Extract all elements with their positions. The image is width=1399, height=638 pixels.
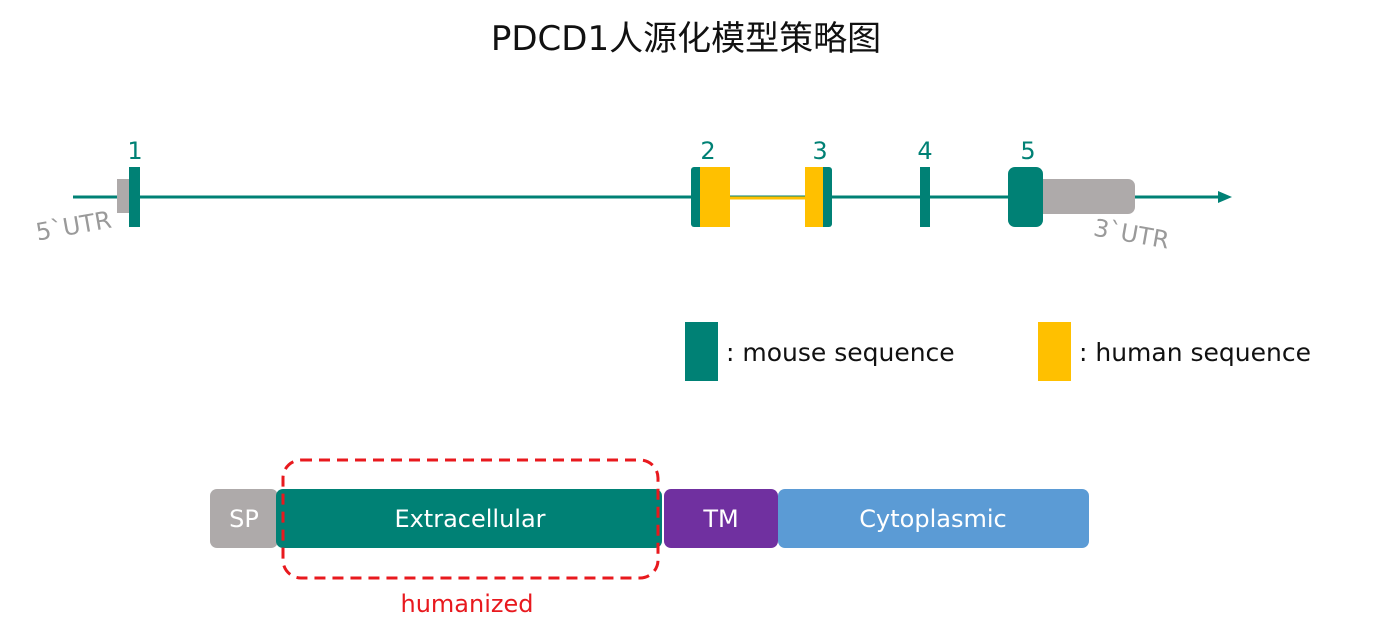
- humanized-label: humanized: [401, 590, 534, 618]
- protein-domains: SP Extracellular TM Cytoplasmic humanize…: [210, 458, 1089, 618]
- gene-direction-arrow-icon: [1218, 191, 1232, 203]
- exon-2-number: 2: [700, 137, 715, 165]
- utr3-label: 3`UTR: [1091, 214, 1171, 255]
- exon-1-number: 1: [127, 137, 142, 165]
- domain-extracellular-label: Extracellular: [394, 505, 545, 533]
- legend-human-swatch: [1038, 322, 1071, 381]
- legend: : mouse sequence : human sequence: [685, 322, 1311, 381]
- domain-cytoplasmic-label: Cytoplasmic: [859, 505, 1006, 533]
- legend-human-label: : human sequence: [1079, 338, 1311, 367]
- exon-3-human-part: [805, 167, 823, 227]
- exon-5-mouse: [1008, 167, 1043, 227]
- utr3-block: [1036, 179, 1135, 214]
- exon-1-mouse: [129, 167, 140, 227]
- legend-mouse-label: : mouse sequence: [726, 338, 955, 367]
- domain-sp-label: SP: [229, 505, 259, 533]
- exon-4-mouse: [920, 167, 930, 227]
- utr5-label: 5`UTR: [34, 206, 114, 247]
- exon-4-number: 4: [917, 137, 932, 165]
- exon-5-number: 5: [1020, 137, 1035, 165]
- exon-3-number: 3: [812, 137, 827, 165]
- domain-cytoplasmic: [778, 489, 1089, 548]
- utr5-block: [117, 179, 131, 213]
- exon-2-human-part: [700, 167, 730, 227]
- domain-extracellular: [276, 489, 662, 548]
- domain-tm: [664, 489, 778, 548]
- domain-sp: [210, 489, 278, 548]
- gene-structure: 5`UTR 1 2 3 4 5 3`UTR: [34, 137, 1232, 255]
- domain-tm-label: TM: [702, 505, 738, 533]
- diagram-title: PDCD1人源化模型策略图: [491, 19, 881, 59]
- legend-mouse-swatch: [685, 322, 718, 381]
- humanized-region-outline: [281, 458, 660, 580]
